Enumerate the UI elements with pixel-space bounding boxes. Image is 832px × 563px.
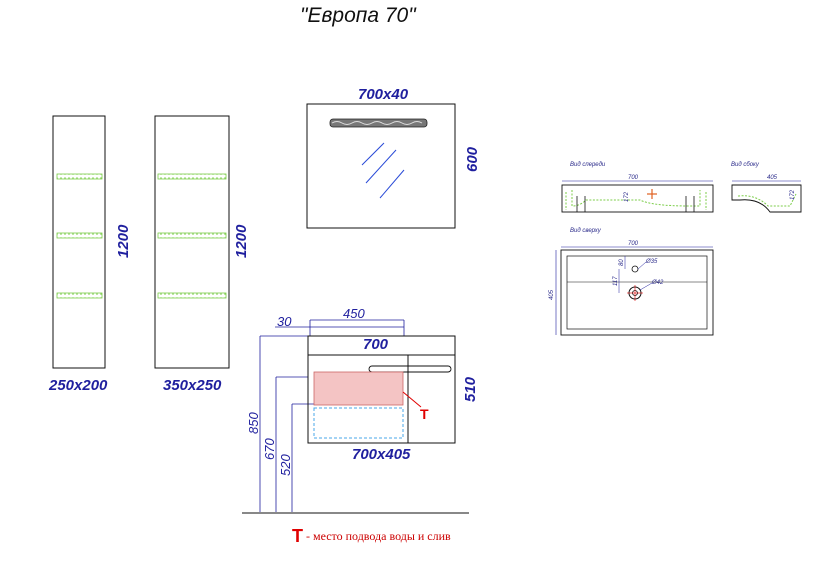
cabinet-lower-drawer [313, 407, 404, 439]
mirror [306, 103, 456, 229]
sink-side-view [731, 180, 802, 213]
legend: T - место подвода воды и слив [292, 526, 451, 547]
column-right-shelf-3 [157, 292, 227, 299]
column-left-shelf-2 [56, 232, 103, 239]
column-right-shelf-2 [157, 232, 227, 239]
sink-top-view [555, 246, 714, 336]
column-left-shelf-3 [56, 292, 103, 299]
column-left [52, 115, 106, 369]
cabinet-drawer-hatch [313, 371, 404, 406]
marker-pointer [402, 391, 422, 408]
cabinet-handle [368, 365, 452, 373]
cabinet-marker: T [420, 406, 429, 422]
cabinet-bottom-size: 700x405 [352, 446, 411, 463]
column-left-shelf-1 [56, 173, 103, 180]
page-title: "Европа 70" [300, 4, 416, 27]
column-right-height: 1200 [233, 224, 250, 258]
cabinet [307, 335, 456, 444]
cabinet-height-850: 850 [246, 412, 261, 434]
sink-side-width: 405 [767, 175, 778, 181]
sink-hole-35: Ø35 [645, 259, 658, 265]
column-right-size: 350x250 [163, 377, 222, 394]
sink-front-height: 172 [624, 191, 630, 202]
mirror-width-label: 700x40 [358, 86, 409, 103]
cabinet-offset-30: 30 [277, 314, 292, 329]
mirror-height-label: 600 [464, 146, 481, 172]
legend-text: - место подвода воды и слив [303, 529, 451, 543]
cabinet-height-510: 510 [462, 376, 479, 402]
sink-side-label: Вид сбоку [731, 162, 760, 168]
cabinet-height-670: 670 [262, 438, 277, 460]
mirror-lamp [329, 118, 428, 128]
cabinet-top-width: 700 [363, 336, 389, 353]
sink-dim-80: 80 [619, 259, 625, 266]
legend-marker: T [292, 526, 303, 546]
column-left-height: 1200 [115, 224, 132, 258]
sink-front-width: 700 [628, 175, 639, 181]
cabinet-height-520: 520 [278, 454, 293, 476]
sink-side-height: 172 [790, 189, 796, 200]
column-right-shelf-1 [157, 173, 227, 180]
sink-top-width: 700 [628, 241, 639, 247]
sink-front-view [561, 180, 714, 213]
column-right [154, 115, 230, 369]
sink-dim-117: 117 [613, 276, 619, 286]
sink-top-label: Вид сверху [570, 228, 602, 234]
sink-front-label: Вид спереди [570, 162, 606, 168]
sink-hole-42: Ø42 [651, 280, 664, 286]
cabinet-depth-450: 450 [343, 306, 365, 321]
sink-tap-hole [631, 265, 639, 273]
column-left-size: 250x200 [48, 377, 108, 394]
sink-top-depth: 405 [549, 289, 555, 300]
cabinet-dimension-lines [259, 319, 405, 512]
